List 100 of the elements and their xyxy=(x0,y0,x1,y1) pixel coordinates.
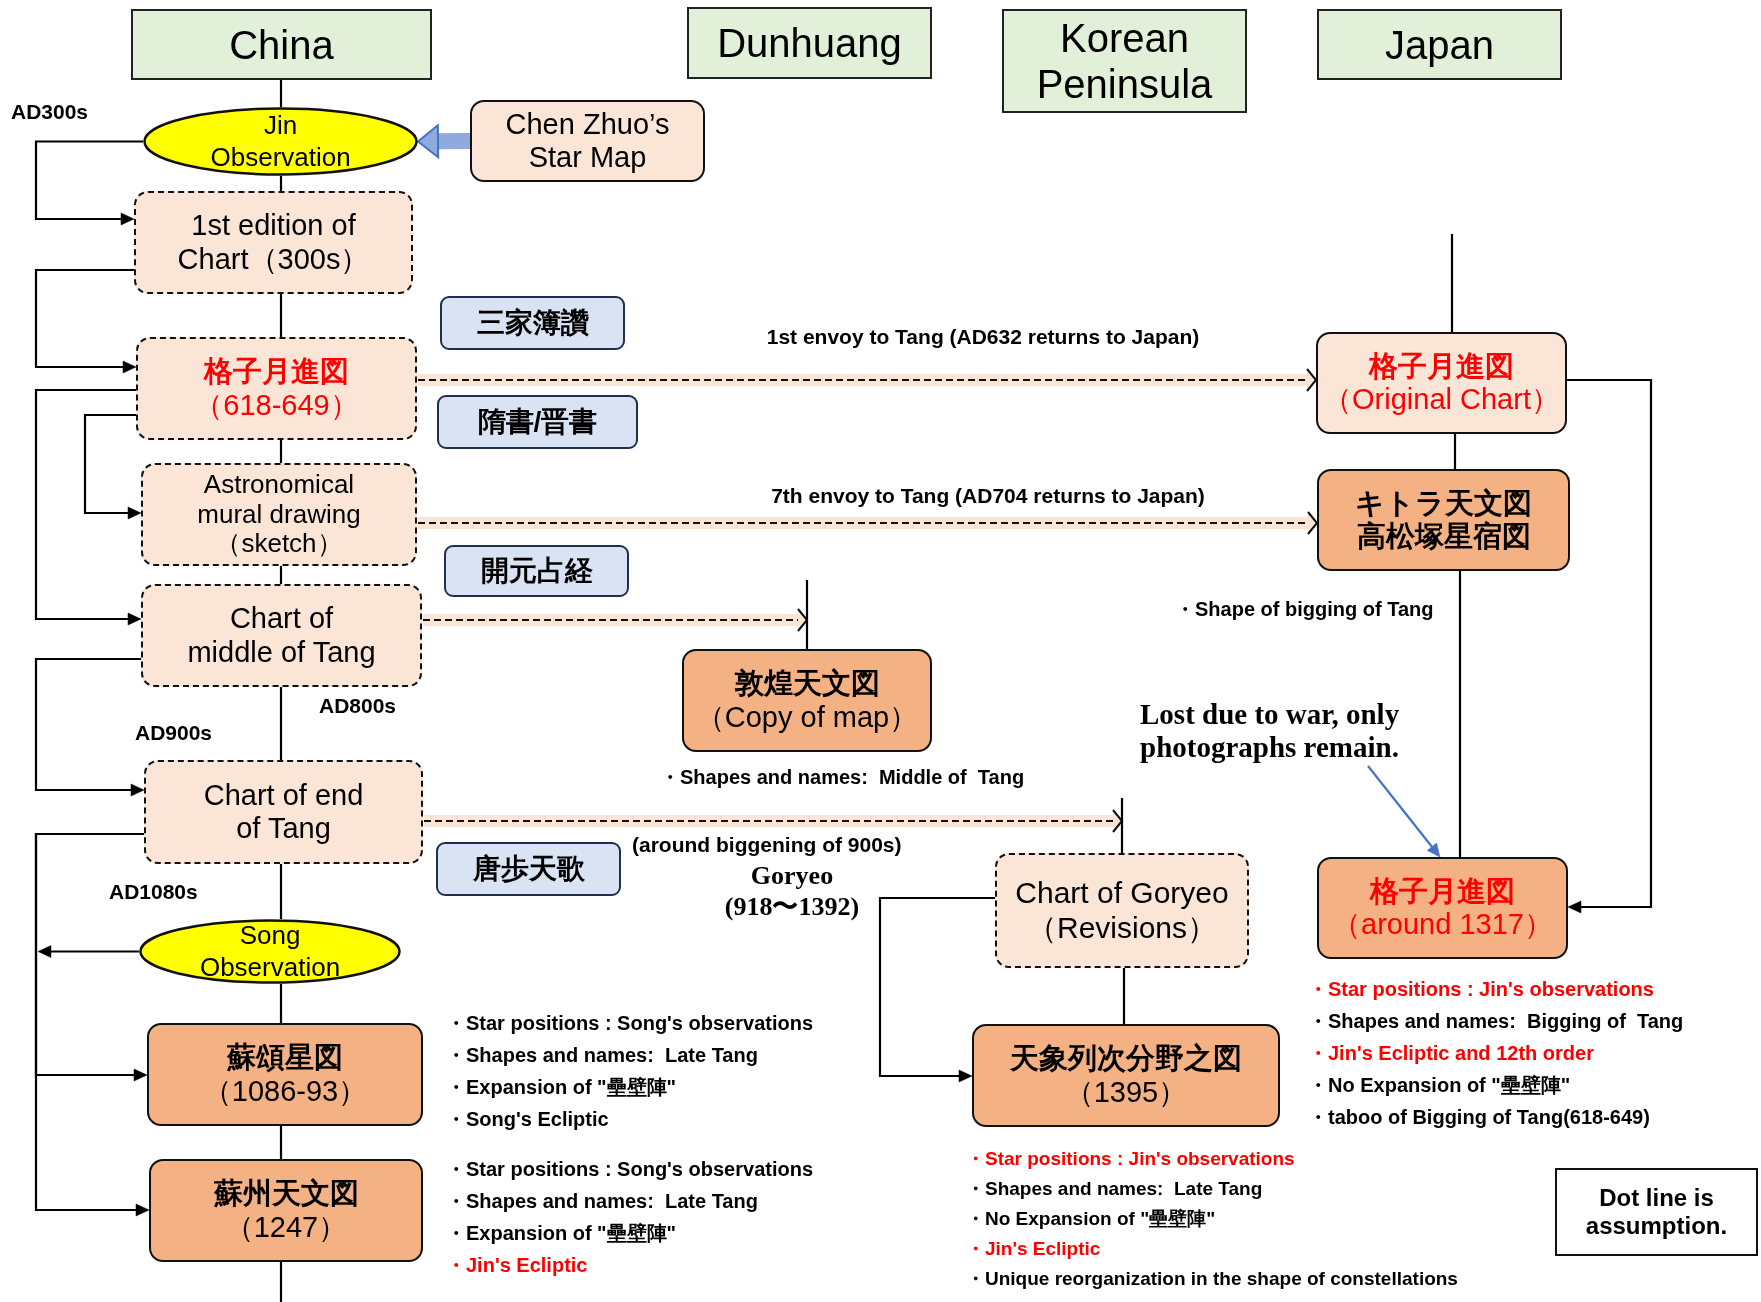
connector-line xyxy=(279,1126,283,1159)
node-title: Song Observation xyxy=(198,920,342,983)
connector-line xyxy=(1450,234,1454,332)
node-subtitle: （1395） xyxy=(1064,1075,1188,1109)
arrow xyxy=(1367,765,1441,858)
node-title: Japan xyxy=(1385,21,1494,68)
column-header xyxy=(687,7,932,79)
connector-line xyxy=(279,984,283,1023)
column-header xyxy=(1002,9,1247,113)
bullet-note: ・Shapes and names: Late Tang xyxy=(446,1043,758,1068)
node-title: 蘇頌星図 xyxy=(227,1041,343,1075)
source-box xyxy=(440,296,625,350)
connector-line xyxy=(1453,434,1457,469)
node-title: Chen Zhuo’s Star Map xyxy=(504,107,671,175)
chart-box xyxy=(147,1023,423,1126)
arrow xyxy=(34,268,137,374)
note-box xyxy=(1555,1168,1758,1256)
connector-line xyxy=(279,864,283,919)
node-title: 隋書/晋書 xyxy=(477,405,598,439)
bullet-note: ・Shapes and names: Middle of Tang xyxy=(660,765,1025,790)
chart-box xyxy=(470,100,705,182)
assumed-chart-box xyxy=(144,760,423,864)
node-title: Chart of middle of Tang xyxy=(186,602,377,669)
node-subtitle: （1086-93） xyxy=(202,1074,368,1108)
node-title: Dot line is assumption. xyxy=(1584,1184,1729,1240)
edge-label: (around biggening of 900s) xyxy=(632,833,902,857)
bullet-note: ・Song's Ecliptic xyxy=(446,1107,609,1132)
assumed-chart-box xyxy=(995,853,1249,968)
bullet-note: ・Star positions : Jin's observations xyxy=(966,1147,1295,1171)
node-title: Astronomical mural drawing（sketch） xyxy=(196,469,362,560)
assumed-chart-box xyxy=(141,584,422,687)
node-title: China xyxy=(229,21,334,68)
observation-ellipse xyxy=(139,919,401,984)
bullet-note: ・taboo of Bigging of Tang(618-649) xyxy=(1308,1105,1650,1130)
source-box xyxy=(437,395,638,449)
node-title: 1st edition of Chart（300s） xyxy=(176,209,371,276)
node-subtitle: （618-649） xyxy=(194,388,359,422)
node-title: 格子月進図 xyxy=(1369,349,1514,383)
node-title: Chart of Goryeo xyxy=(1015,876,1229,911)
node-title: 格子月進図 xyxy=(1370,874,1515,908)
bullet-note: ・Shapes and names: Late Tang xyxy=(446,1189,758,1214)
chart-box xyxy=(1317,857,1568,959)
edge-label: 1st envoy to Tang (AD632 returns to Japan) xyxy=(765,325,1201,349)
bullet-note: ・Jin's Ecliptic xyxy=(446,1253,588,1278)
bullet-note: ・Unique reorganization in the shape of constellations xyxy=(966,1267,1458,1291)
bullet-note: ・Star positions : Song's observations xyxy=(446,1157,814,1182)
connector-line xyxy=(279,80,283,107)
node-title: 格子月進図 xyxy=(204,355,349,389)
node-title: Korean Peninsula xyxy=(1035,15,1214,107)
bullet-note: ・Shapes and names: Bigging of Tang xyxy=(1308,1009,1684,1034)
connector-line xyxy=(1458,571,1462,857)
arrow xyxy=(1567,378,1653,914)
source-box xyxy=(444,545,629,597)
connector-line xyxy=(805,580,809,649)
era-label: AD800s xyxy=(319,694,397,718)
node-subtitle: （Original Chart） xyxy=(1323,383,1560,417)
connector-line xyxy=(279,1262,283,1302)
node-title: 三家簿讚 xyxy=(476,306,589,340)
bullet-note: ・Jin's Ecliptic and 12th order xyxy=(1308,1041,1594,1066)
arrow xyxy=(34,140,143,226)
period-label: Goryeo (918〜1392) xyxy=(723,860,861,923)
node-title: 開元占経 xyxy=(480,554,593,588)
node-subtitle: 高松塚星宿図 xyxy=(1356,520,1531,554)
node-subtitle: （around 1317） xyxy=(1332,908,1553,942)
arrow xyxy=(878,896,995,1083)
node-title: Dunhuang xyxy=(717,20,902,66)
bullet-note: ・No Expansion of "壘壁陣" xyxy=(1308,1073,1571,1098)
bullet-note: ・No Expansion of "壘壁陣" xyxy=(966,1207,1216,1231)
node-title: キトラ天文図 xyxy=(1355,486,1532,520)
bullet-note: ・Star positions : Jin's observations xyxy=(1308,977,1654,1002)
chart-box xyxy=(972,1024,1280,1127)
chart-box xyxy=(682,649,932,752)
connector-line xyxy=(279,176,283,191)
node-title: Jin Observation xyxy=(210,110,351,173)
arrow xyxy=(34,388,142,626)
bullet-note: ・Star positions : Song's observations xyxy=(446,1011,814,1036)
node-title: 天象列次分野之図 xyxy=(1010,1042,1242,1076)
era-label: AD1080s xyxy=(109,880,198,904)
bullet-note: ・Shape of bigging of Tang xyxy=(1175,597,1434,622)
node-subtitle: （Revisions） xyxy=(1026,910,1218,945)
bullet-note: ・Jin's Ecliptic xyxy=(966,1237,1101,1261)
arrow xyxy=(34,657,145,797)
node-title: 蘇州天文図 xyxy=(213,1177,359,1211)
block-arrow xyxy=(417,124,471,159)
connector-line xyxy=(279,440,283,463)
connector-line xyxy=(1120,798,1124,853)
column-header xyxy=(131,9,432,80)
arrow xyxy=(83,413,142,520)
node-subtitle: （Copy of map） xyxy=(695,700,919,734)
chart-box xyxy=(1317,469,1570,571)
node-title: 唐歩天歌 xyxy=(472,852,585,886)
node-subtitle: （1247） xyxy=(224,1210,348,1244)
edge-label: 7th envoy to Tang (AD704 returns to Japan) xyxy=(770,484,1206,508)
node-title: Lost due to war, only photographs remain. xyxy=(1140,697,1401,765)
bullet-note: ・Expansion of "壘壁陣" xyxy=(446,1221,677,1246)
connector-line xyxy=(279,687,283,760)
arrow xyxy=(34,832,150,1217)
bullet-note: ・Expansion of "壘壁陣" xyxy=(446,1075,677,1100)
chart-box xyxy=(149,1159,423,1262)
bullet-note: ・Shapes and names: Late Tang xyxy=(966,1177,1263,1201)
